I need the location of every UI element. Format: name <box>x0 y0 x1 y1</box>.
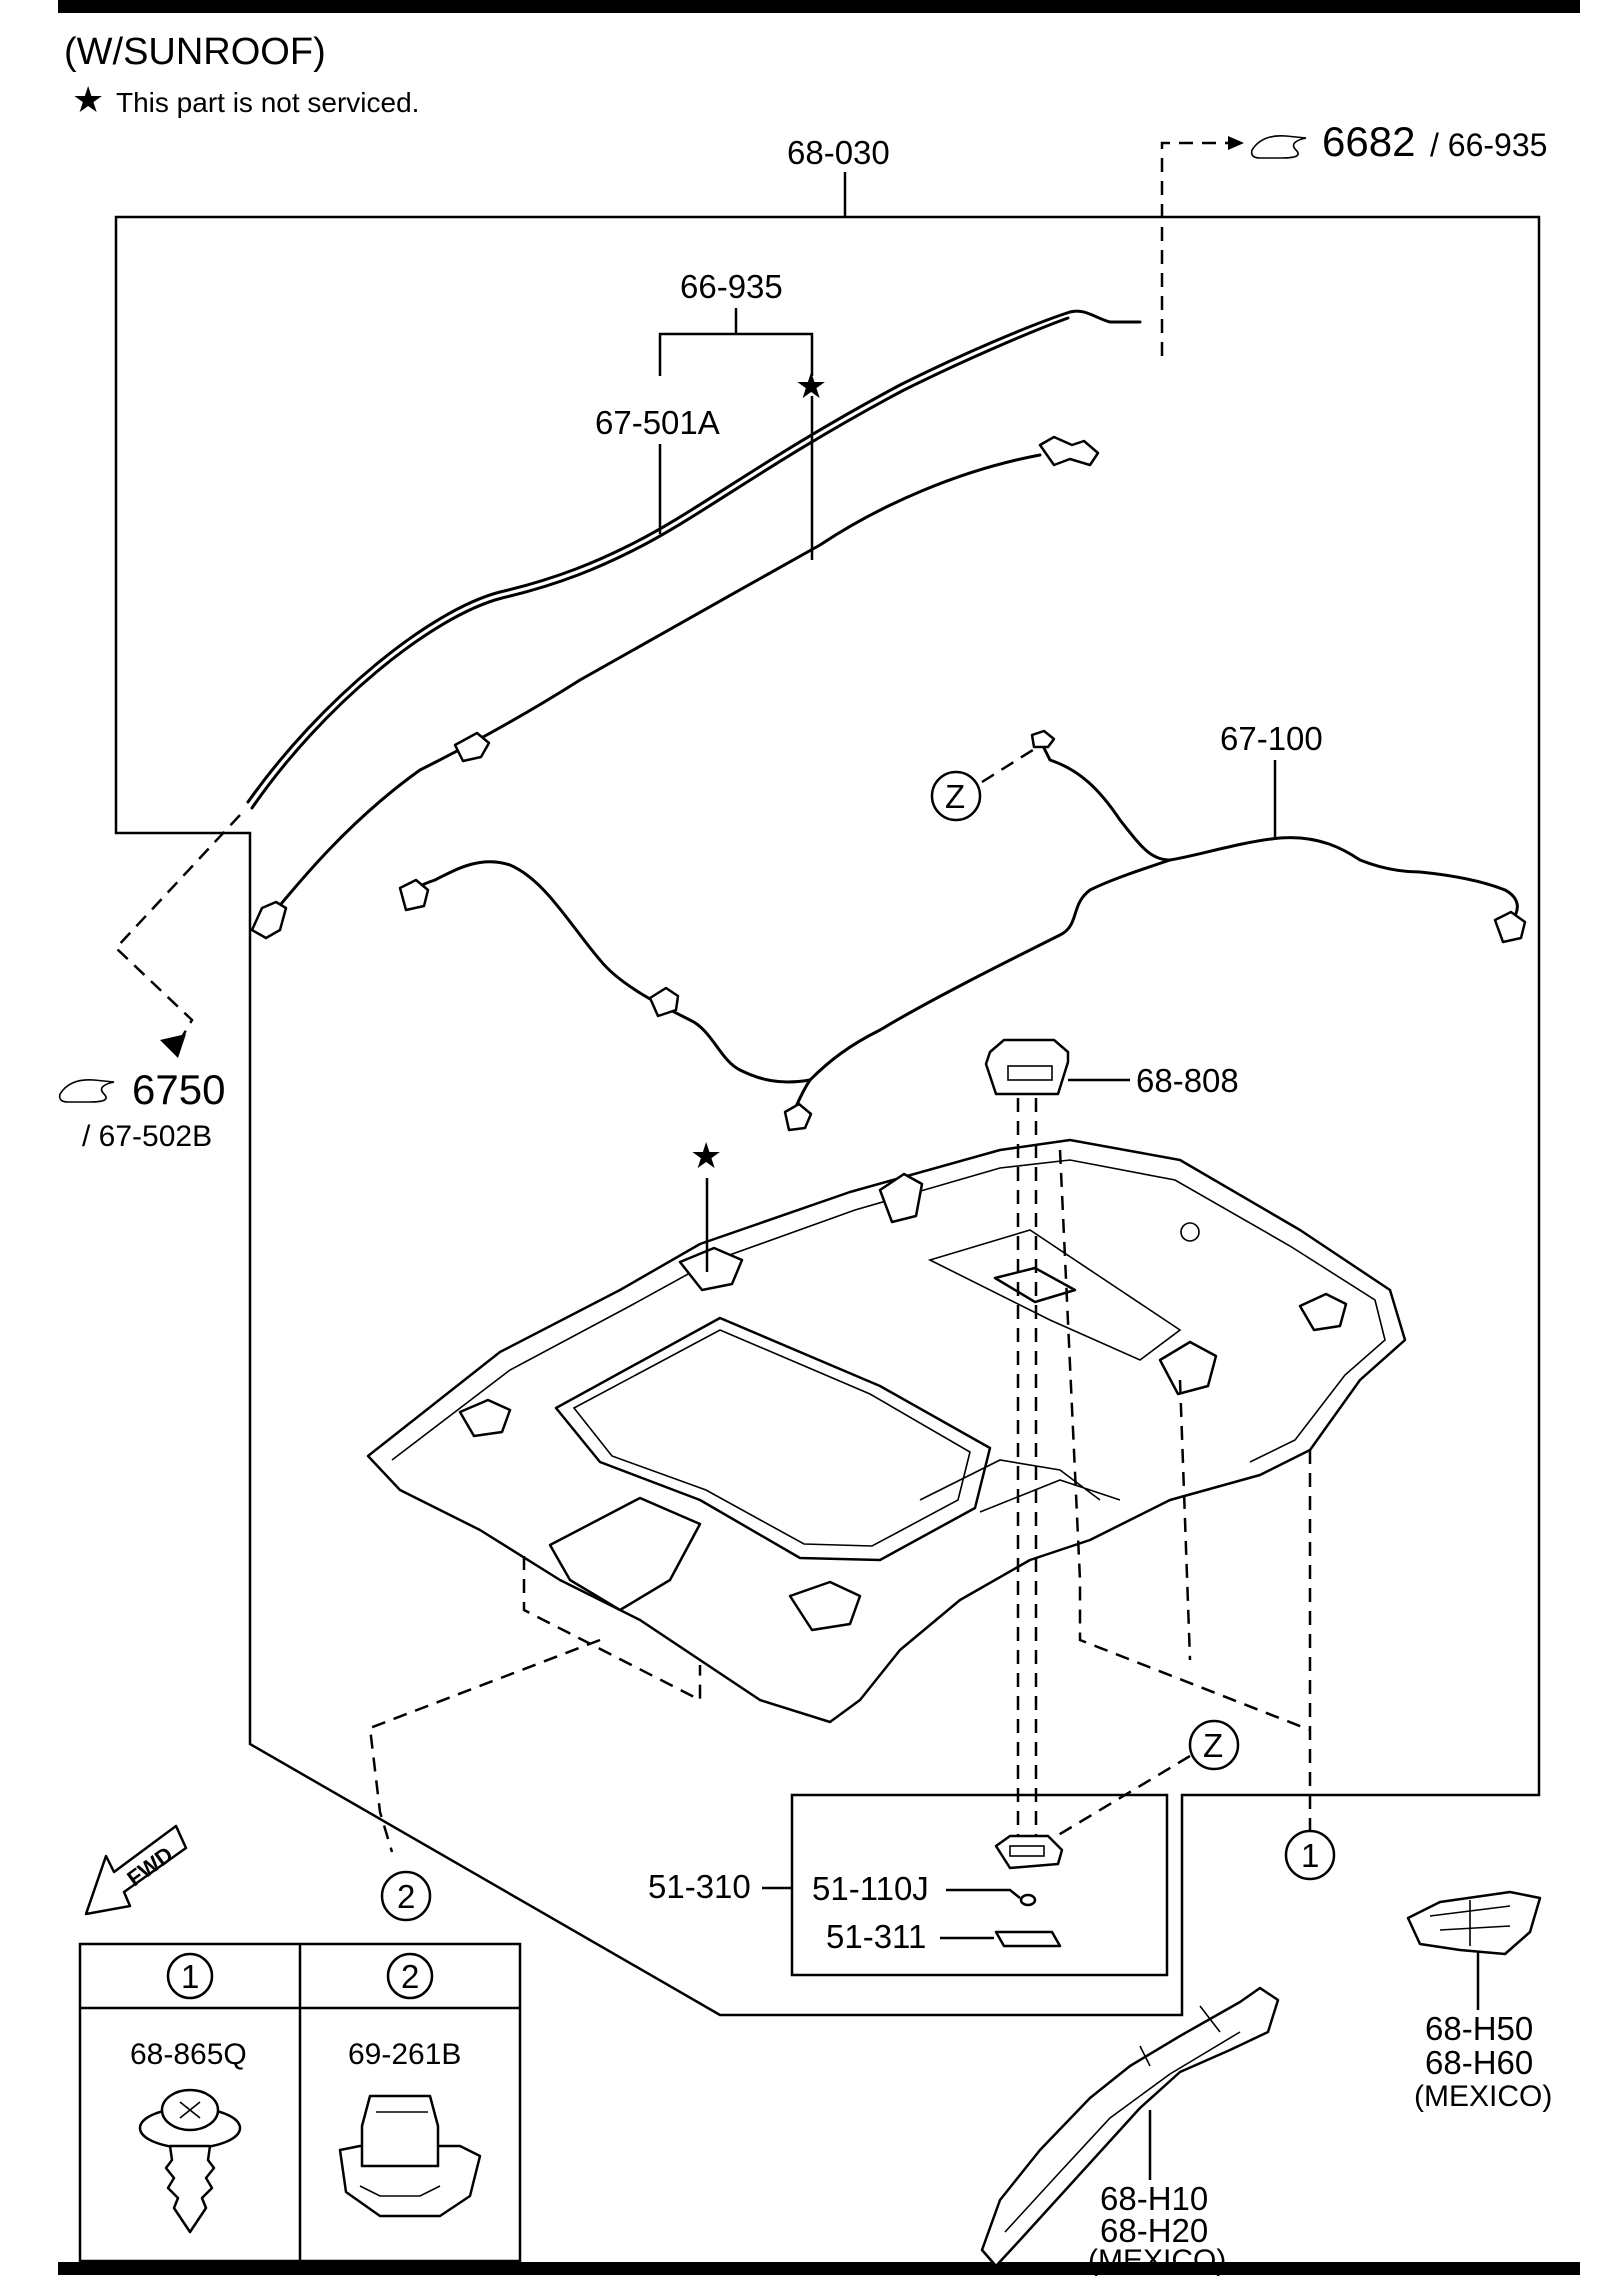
diagram-title: (W/SUNROOF) <box>64 31 326 73</box>
fwd-arrow-icon: FWD <box>84 1824 188 1916</box>
left-ref-dash <box>114 814 241 1045</box>
map-lamp-unit <box>994 1834 1064 1870</box>
drain-wire-upper <box>246 309 1142 804</box>
callout-z-bottom-dash <box>1049 1754 1191 1842</box>
grab-handle-bracket-rear <box>678 1246 744 1292</box>
lamp-bezel-label: 68-808 <box>1136 1062 1239 1099</box>
bulb-part <box>1019 1893 1037 1907</box>
top-rule <box>58 0 1580 13</box>
callout-1 <box>1284 1829 1336 1881</box>
bulb-leader <box>946 1888 1021 1899</box>
callout-2 <box>380 1870 432 1922</box>
callout-1-label: 1 <box>1301 1837 1319 1874</box>
harness-connector-right <box>1493 910 1527 944</box>
reference-hand-icon <box>1250 134 1307 159</box>
side-trim-note: (MEXICO) <box>1088 2244 1226 2277</box>
lamp-bezel <box>984 1038 1070 1096</box>
headliner-bracket-rear <box>458 1398 512 1438</box>
roof-harness-left <box>403 860 812 1084</box>
clip-guide-line-b <box>1178 1379 1192 1661</box>
headliner-group-outline <box>114 215 1541 2017</box>
rear-trim-label-a: 68-H50 <box>1425 2010 1533 2047</box>
table-key-2 <box>386 1952 434 2000</box>
sunroof-opening <box>554 1316 992 1562</box>
drain-wire-rear-connector <box>250 900 288 940</box>
headliner-bracket-front <box>1298 1292 1348 1332</box>
table-part-2: 69-261B <box>348 2038 461 2071</box>
headliner-hole <box>1180 1222 1200 1242</box>
sun-visor-bracket-right <box>1158 1340 1218 1396</box>
harness-connector-end <box>1030 729 1056 749</box>
table-key-1 <box>166 1952 214 2000</box>
sun-visor-bracket-left <box>878 1172 924 1224</box>
reference-hand-icon-left <box>58 1078 115 1103</box>
sunroof-opening-inner <box>572 1329 971 1547</box>
side-trim-label-a: 68-H10 <box>1100 2180 1208 2217</box>
harness-connector-lower <box>783 1102 813 1132</box>
lens-part <box>994 1930 1062 1948</box>
table-key-1-label: 1 <box>181 1958 199 1995</box>
headliner-inner-edge <box>391 1159 1386 1463</box>
retainer-clip-icon <box>338 2094 482 2218</box>
top-ref-arrow <box>1228 136 1244 150</box>
harness-connector-center <box>648 986 680 1018</box>
lens-label: 51-311 <box>826 1918 926 1955</box>
rear-pillar-trim-detail <box>1429 1900 1511 1946</box>
push-clip-icon <box>138 2088 242 2234</box>
wire-b-star-icon: ★ <box>795 365 827 406</box>
rear-trim-label-b: 68-H60 <box>1425 2044 1533 2081</box>
left-ref-arrow <box>160 1034 186 1058</box>
star-note-text: This part is not serviced. <box>116 87 419 118</box>
left-ref-main: 6750 <box>132 1066 225 1113</box>
side-pillar-trim <box>980 1986 1280 2268</box>
callout-z-top-label: Z <box>945 778 965 815</box>
drain-wire-front-connector <box>1038 435 1100 467</box>
clip-guide-line-a <box>1058 1149 1311 1732</box>
callout-z-bottom-label: Z <box>1203 1727 1223 1764</box>
map-lamp-inset <box>790 1793 1169 1977</box>
front-console-recess <box>927 1229 1182 1361</box>
map-lamp-label: 51-310 <box>648 1868 751 1905</box>
rear-window-cutout <box>548 1496 702 1612</box>
top-ref-main: 6682 <box>1322 118 1415 165</box>
headliner-star-icon: ★ <box>690 1135 722 1176</box>
map-lamp-switch <box>1009 1845 1045 1857</box>
lamp-bezel-opening <box>1007 1065 1053 1081</box>
bulb-label: 51-110J <box>812 1870 929 1907</box>
side-pillar-trim-detail <box>1004 2005 1241 2233</box>
rear-trim-note: (MEXICO) <box>1414 2080 1552 2113</box>
bottom-rule <box>58 2262 1580 2275</box>
drain-wire-lower <box>256 453 1042 934</box>
callout-z-top <box>930 770 982 822</box>
wire-a-label: 67-501A <box>595 404 720 441</box>
callout-z-top-dash <box>981 746 1037 784</box>
rear-clip-guide-bracket <box>522 1556 702 1703</box>
harness-connector-left <box>398 878 430 912</box>
harness-label: 67-100 <box>1220 720 1323 757</box>
wire-group-bracket <box>658 332 814 376</box>
side-trim-label-b: 68-H20 <box>1100 2212 1208 2249</box>
headliner-label: 68-030 <box>787 134 890 171</box>
wire-group-label: 66-935 <box>680 268 783 305</box>
table-key-2-label: 2 <box>401 1958 419 1995</box>
callout-z-bottom <box>1188 1719 1240 1771</box>
rear-pillar-trim <box>1406 1890 1542 1956</box>
left-ref-sub: / 67-502B <box>82 1120 212 1153</box>
drain-wire-upper-inner <box>250 316 1070 810</box>
top-ref-dash <box>1160 141 1228 356</box>
rear-clip-guide-line <box>368 1638 601 1853</box>
table-part-1: 68-865Q <box>130 2038 247 2071</box>
drain-wire-clip <box>453 731 491 763</box>
callout-2-label: 2 <box>397 1878 415 1915</box>
top-ref-sub: / 66-935 <box>1430 127 1547 163</box>
star-note-icon: ★ <box>72 79 104 120</box>
roof-harness <box>1038 738 1519 922</box>
grab-handle-bracket-side <box>788 1580 862 1632</box>
headliner-side-trim-groove <box>919 1459 1121 1513</box>
